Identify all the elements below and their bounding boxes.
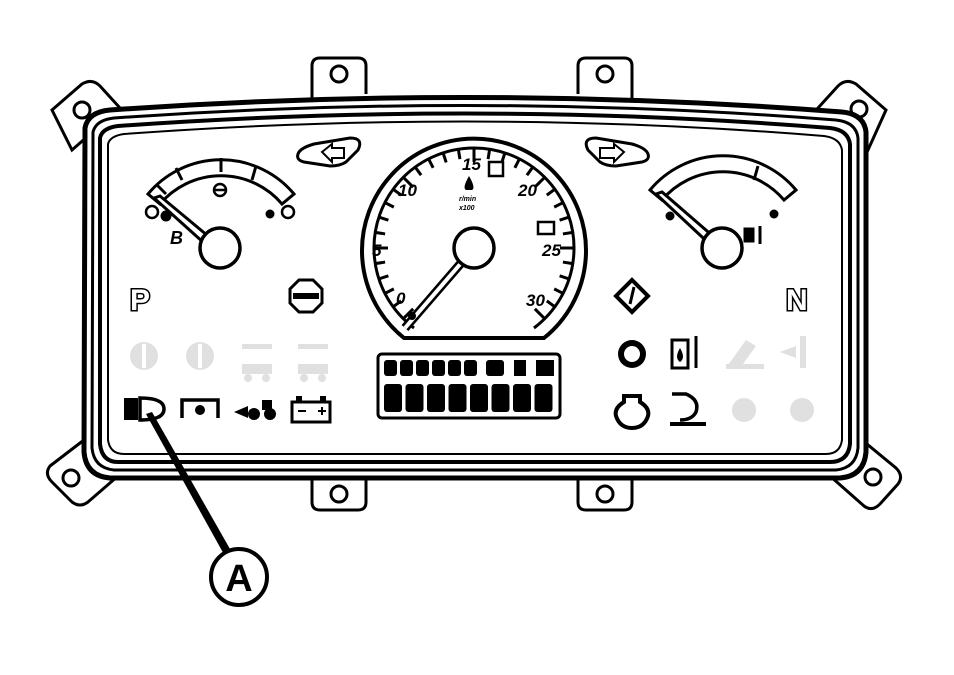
left-turn-signal xyxy=(296,136,362,168)
master-warning-icon xyxy=(613,277,651,315)
coolant-temperature-gauge xyxy=(647,154,799,270)
headlight-icon xyxy=(124,396,166,422)
trailer-icon-2 xyxy=(298,344,328,382)
tachometer xyxy=(360,136,588,340)
fuel-filter-icon xyxy=(670,336,698,370)
hour-meter-icon xyxy=(487,160,505,178)
right-turn-signal xyxy=(584,136,650,168)
fuel-drop-icon xyxy=(464,176,474,190)
engine-icon xyxy=(618,340,646,368)
tractor-icon xyxy=(234,400,276,420)
lcd-display xyxy=(376,352,562,420)
fan-icon-2 xyxy=(790,398,814,422)
coolant-temp-icon xyxy=(743,227,755,243)
brake-icon xyxy=(130,342,158,370)
tach-unit-top: r/min xyxy=(459,196,476,203)
stop-warning-icon xyxy=(288,278,324,314)
park-letter: P xyxy=(130,284,150,317)
mount-tab-bottom-center-right xyxy=(576,476,634,512)
tach-unit-bottom: x100 xyxy=(458,205,475,212)
mount-tab-top-center-left xyxy=(310,56,368,98)
tach-label-0: 0 xyxy=(396,289,406,308)
neutral-letter: N xyxy=(786,284,808,317)
speed-icon xyxy=(536,220,556,236)
pto-icon xyxy=(180,398,220,418)
brake-icon-2 xyxy=(186,342,214,370)
fuel-gauge-letter: B xyxy=(170,228,183,248)
mount-tab-bottom-left xyxy=(45,437,121,507)
tach-label-30: 30 xyxy=(526,291,545,310)
tach-label-25: 25 xyxy=(541,241,561,260)
tach-label-20: 20 xyxy=(517,181,537,200)
oil-pressure-icon xyxy=(613,394,651,431)
tach-label-15: 15 xyxy=(462,155,481,174)
mount-tab-top-center-right xyxy=(576,56,634,98)
mount-tab-bottom-center-left xyxy=(310,476,368,512)
callout-a-label: A xyxy=(225,558,252,600)
tach-label-5: 5 xyxy=(372,241,382,260)
fuel-gauge xyxy=(144,158,297,270)
preheat-icon xyxy=(670,392,706,426)
temp-icon xyxy=(780,336,806,368)
wrench-icon xyxy=(726,340,764,369)
battery-icon xyxy=(290,396,332,424)
callout-a xyxy=(146,412,269,607)
tach-label-10: 10 xyxy=(398,181,417,200)
mount-tab-top-left xyxy=(50,79,123,153)
fan-icon xyxy=(732,398,756,422)
trailer-icon xyxy=(242,344,272,382)
